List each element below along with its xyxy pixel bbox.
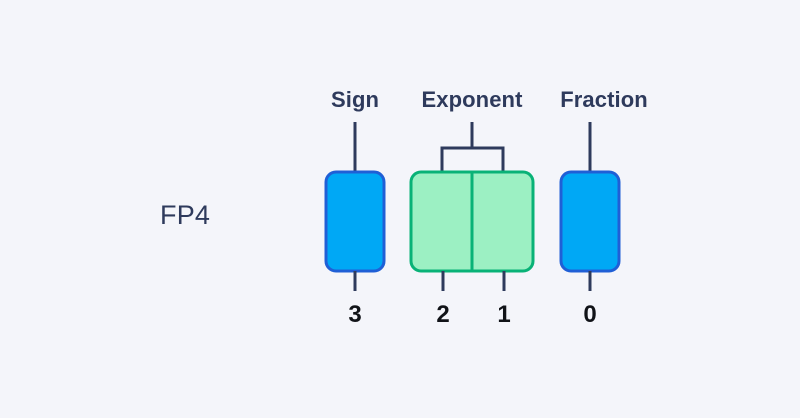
field-label-exponent: Exponent: [421, 87, 523, 112]
bracket-exponent: [440, 146, 505, 172]
field-group-exponent: Exponent 2 1: [409, 87, 535, 328]
bit-box-sign: [324, 170, 386, 273]
bit-index-0: 0: [583, 301, 596, 328]
field-group-fraction: Fraction 0: [559, 87, 648, 328]
bit-index-3: 3: [348, 301, 361, 328]
field-group-sign: Sign 3: [324, 87, 386, 328]
bit-index-1: 1: [497, 301, 510, 328]
bit-index-2: 2: [436, 301, 449, 328]
field-label-sign: Sign: [331, 87, 379, 112]
format-name-label: FP4: [160, 200, 210, 230]
bit-box-fraction: [559, 170, 621, 273]
field-label-fraction: Fraction: [560, 87, 648, 112]
